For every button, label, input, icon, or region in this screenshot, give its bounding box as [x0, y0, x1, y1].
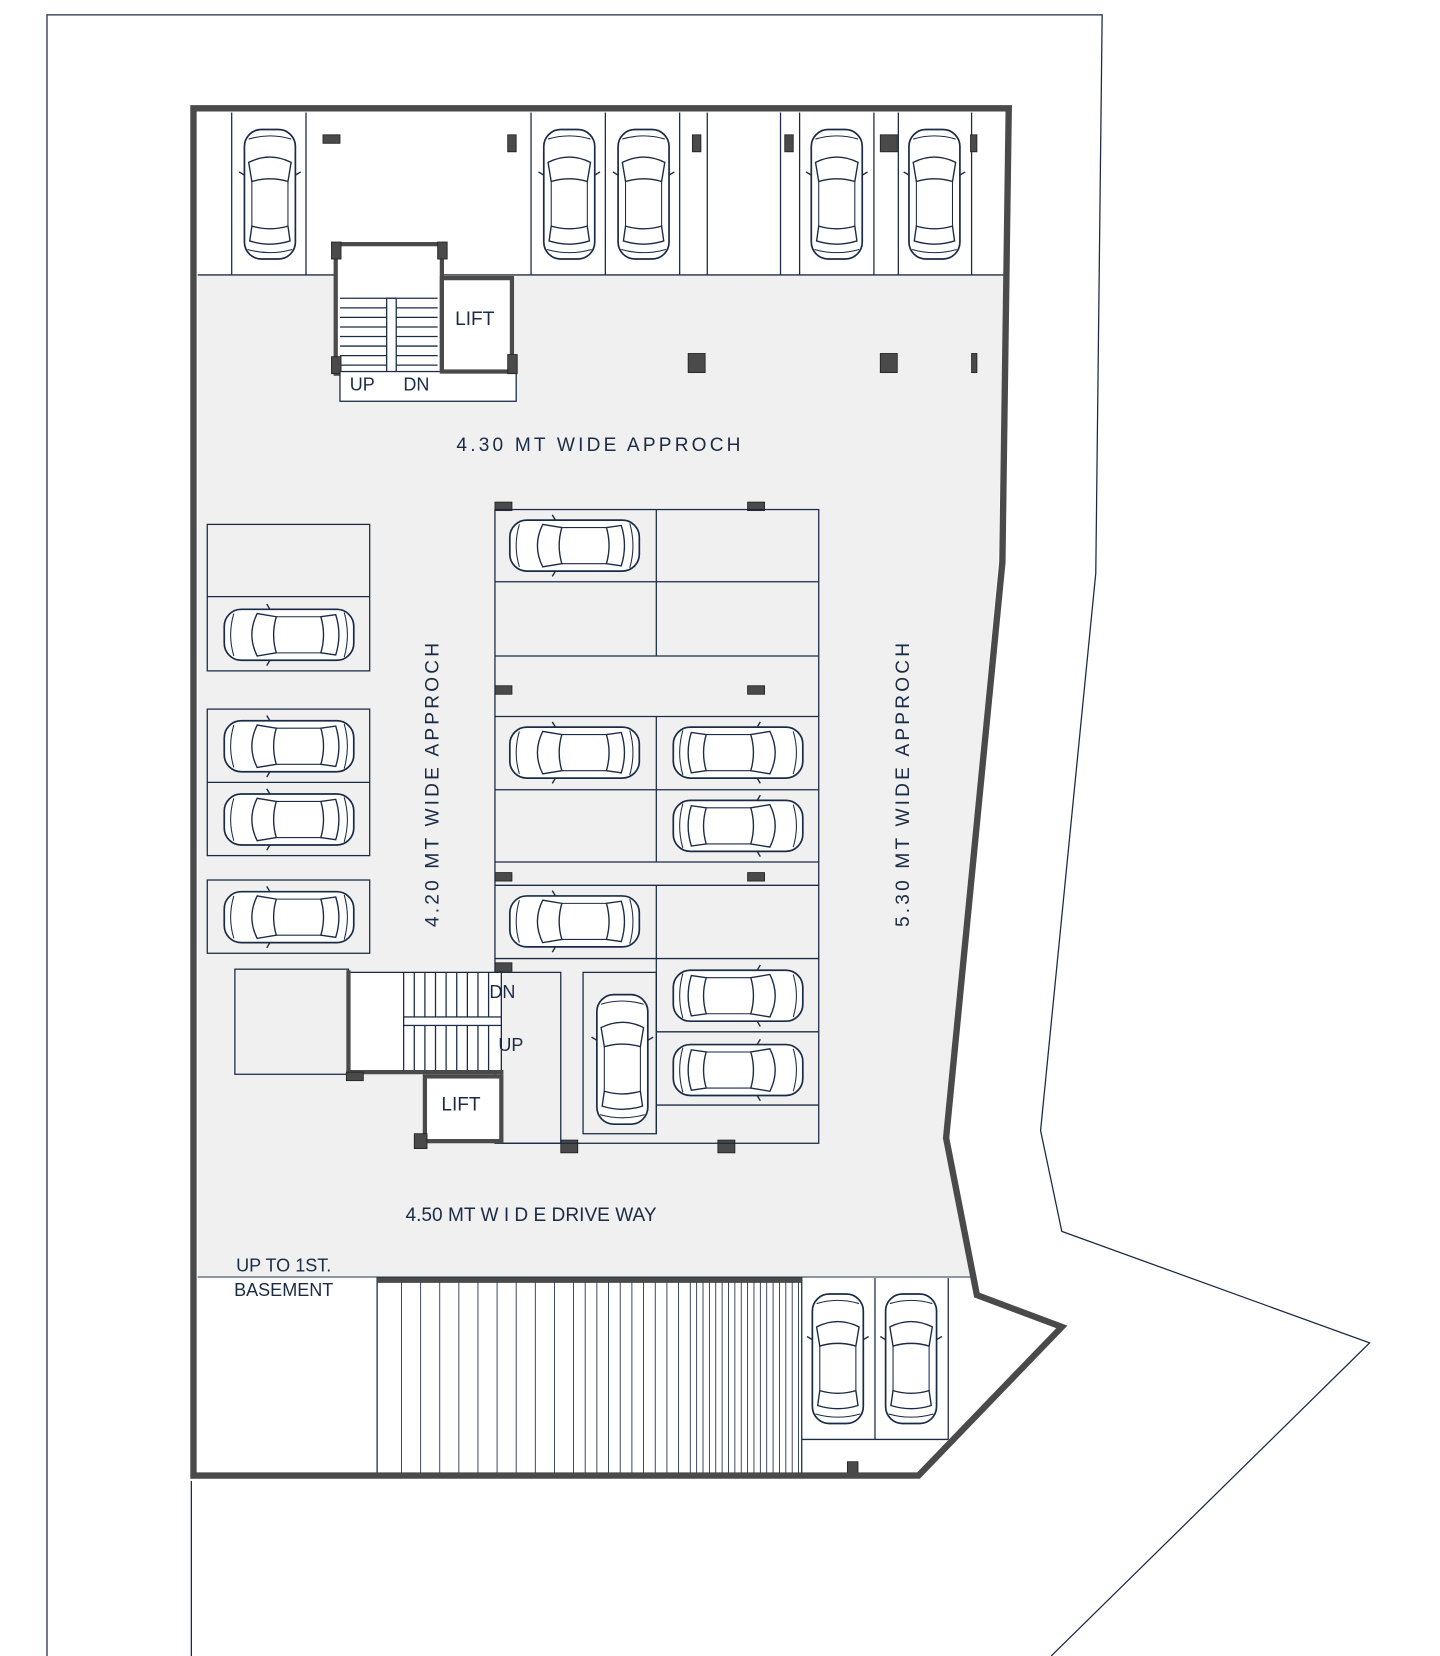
- stair-down-label: DN: [403, 375, 429, 395]
- car-icon: [537, 128, 601, 260]
- lift-label: LIFT: [455, 309, 495, 330]
- car-icon: [223, 603, 355, 667]
- car-icon: [672, 720, 804, 785]
- lift-label: LIFT: [441, 1094, 481, 1115]
- car-icon: [223, 885, 355, 949]
- stair-up-label: UP: [498, 1035, 523, 1055]
- ramp-label-line2: BASEMENT: [234, 1280, 333, 1300]
- car-icon: [508, 513, 641, 578]
- bottom-parking-row: [801, 1278, 949, 1441]
- car-icon: [672, 794, 804, 858]
- car-icon: [805, 128, 869, 260]
- top-staircase: UP DN: [331, 241, 517, 402]
- approach-right-label: 5.30 MT WIDE APPROCH: [893, 640, 914, 927]
- car-icon: [223, 714, 355, 778]
- lower-lift: LIFT: [413, 1074, 504, 1150]
- approach-left-label: 4.20 MT WIDE APPROCH: [423, 640, 444, 927]
- car-icon: [508, 889, 641, 954]
- top-parking-row: [197, 112, 1005, 276]
- car-icon: [590, 993, 654, 1126]
- driveway-label: 4.50 MT W I D E DRIVE WAY: [405, 1205, 656, 1226]
- ramp-label-line1: UP TO 1ST.: [236, 1256, 331, 1276]
- central-parking-block: [494, 508, 820, 1144]
- stair-up-label: UP: [350, 375, 375, 395]
- building-outer-wall: [190, 105, 1068, 1479]
- car-icon: [806, 1293, 870, 1425]
- car-icon: [672, 1038, 804, 1102]
- car-icon: [902, 128, 967, 260]
- car-icon: [879, 1293, 943, 1425]
- car-icon: [611, 128, 676, 260]
- car-icon: [672, 964, 804, 1028]
- site-boundary: [46, 14, 1371, 1656]
- left-parking-block: [206, 523, 371, 954]
- ramp: [197, 1276, 972, 1475]
- car-icon: [223, 787, 355, 852]
- lower-staircase: DN UP: [234, 968, 562, 1144]
- top-lift: LIFT: [439, 276, 518, 375]
- approach-top-label: 4.30 MT WIDE APPROCH: [456, 435, 743, 456]
- car-icon: [508, 720, 641, 785]
- stair-down-label: DN: [489, 982, 515, 1002]
- car-icon: [238, 128, 302, 260]
